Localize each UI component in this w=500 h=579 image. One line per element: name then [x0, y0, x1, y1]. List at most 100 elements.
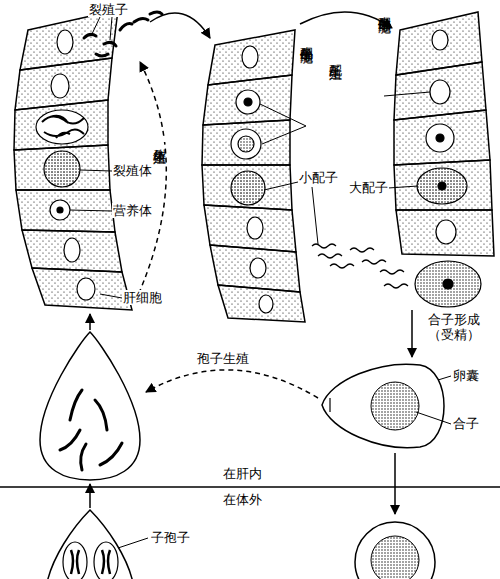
label-text: 卵囊 — [452, 368, 480, 383]
zygote — [371, 382, 419, 430]
sporocyst — [63, 542, 87, 579]
micropyle — [329, 398, 330, 412]
nucleus — [57, 30, 73, 54]
label-text: 裂体生殖 — [151, 138, 168, 142]
merozoite — [84, 34, 96, 38]
liver-cell — [32, 268, 132, 310]
microgamete — [380, 270, 404, 274]
liver-cell-band — [202, 30, 305, 322]
liver-cell — [394, 160, 492, 210]
flow-arrow — [300, 12, 392, 28]
oocyst-with-zygote — [322, 364, 444, 447]
label-text: 大配子母细胞 — [376, 6, 393, 12]
label-text: 孢子生殖 — [196, 351, 250, 366]
leader-line — [260, 104, 306, 144]
macrogamete-nucleus — [438, 182, 446, 190]
schizont-merozoites — [42, 116, 84, 138]
unsporulated-oocyst — [355, 522, 435, 579]
merozoites — [84, 12, 162, 56]
leader-line — [80, 170, 112, 171]
label-text: 裂殖子 — [88, 2, 129, 17]
microgametocyte — [236, 90, 260, 114]
sporozoite — [71, 550, 110, 574]
microgametes — [312, 244, 408, 288]
sporocysts — [63, 542, 118, 579]
label-text: 合子 — [452, 416, 480, 431]
liver-cell — [396, 210, 494, 256]
liver-cell — [22, 230, 122, 272]
label-text: 小配子母细胞 — [298, 36, 315, 42]
merozoite — [120, 24, 132, 30]
sporocyst — [94, 542, 118, 579]
microgamete — [384, 284, 408, 288]
label-text: 在肝内 — [222, 466, 263, 481]
label-text: 配子生殖 — [327, 54, 344, 58]
flow-arrow — [89, 314, 91, 330]
nucleus — [77, 278, 95, 300]
liver-cell — [14, 145, 110, 190]
microgametocyte — [231, 129, 261, 159]
merozoite — [104, 42, 116, 46]
label-text: 合子形成 （受精） — [420, 312, 488, 342]
cell-nuclei — [36, 30, 95, 300]
liver-cell-band — [394, 12, 494, 256]
nucleus — [432, 30, 448, 50]
sporozoite — [60, 430, 80, 450]
label-text: 子孢子 — [150, 530, 191, 545]
cell-nuclei — [231, 46, 273, 313]
oocyst-with-sporocysts — [45, 510, 135, 579]
schizont — [36, 110, 88, 144]
flow-arrow — [411, 310, 413, 357]
microgametocyte-nucleus — [244, 98, 252, 106]
label-text: 大配子 — [348, 180, 389, 195]
leader-line — [438, 376, 451, 380]
leader-line — [416, 412, 451, 424]
nucleus — [259, 295, 273, 313]
liver-cell — [218, 285, 305, 322]
liver-cell — [202, 165, 292, 210]
microgamete — [362, 260, 386, 264]
liver-cell — [203, 75, 292, 125]
nucleus — [242, 46, 258, 68]
sporulated-oocyst — [40, 332, 140, 480]
merozoite — [134, 18, 148, 22]
label-text: 小配子 — [298, 170, 339, 185]
label-text: 裂殖体 — [112, 163, 153, 178]
nucleus — [64, 238, 80, 262]
sporozoite — [70, 390, 82, 420]
nucleus — [436, 220, 456, 244]
macrogametocyte-nucleus — [436, 134, 444, 142]
leader-line — [388, 186, 418, 188]
microgamete — [318, 254, 342, 258]
liver-cell-band — [14, 10, 132, 310]
schizont-stippled — [44, 151, 80, 187]
microgamete — [350, 248, 374, 252]
merozoite — [96, 54, 108, 56]
sporozoite — [81, 444, 86, 470]
leader-line — [264, 182, 318, 244]
microgamete — [312, 244, 336, 248]
trophozoite-nucleus — [57, 207, 63, 213]
leader-lines — [70, 17, 451, 548]
leader-line — [118, 538, 148, 548]
liver-cell — [14, 100, 108, 150]
zygote-cell — [415, 261, 481, 307]
label-text: 营养体 — [112, 203, 153, 218]
cell-nuclei — [415, 30, 481, 307]
trophozoite — [50, 200, 70, 220]
sporogony-arc — [146, 370, 318, 398]
microgametocyte-ring — [238, 136, 254, 152]
macrogamete — [417, 168, 467, 204]
macrogametocyte — [430, 80, 450, 104]
sporozoite — [100, 443, 122, 465]
sporozoite — [95, 400, 107, 430]
nucleus — [247, 217, 263, 239]
zygote-nucleus — [443, 279, 453, 289]
microgametocyte — [231, 171, 265, 205]
macrogametocyte — [426, 124, 454, 152]
liver-cell — [16, 190, 115, 232]
microgamete — [330, 264, 354, 268]
liver-cell — [394, 110, 490, 165]
nucleus — [250, 258, 266, 278]
